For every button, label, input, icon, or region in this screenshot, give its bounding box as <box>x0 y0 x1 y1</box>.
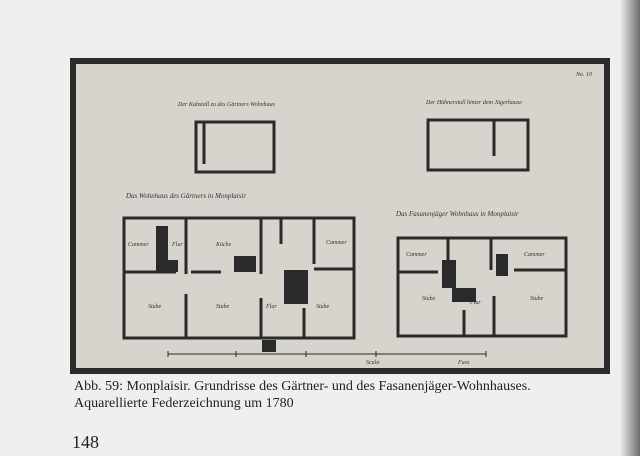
figure-caption: Abb. 59: Monplaisir. Grundrisse des Gärt… <box>74 378 634 412</box>
room-label: Cammer <box>406 252 427 258</box>
scale-unit: Fuss <box>457 360 470 366</box>
room-label: Flur <box>469 300 481 306</box>
room-label: Stube <box>422 296 436 302</box>
label-main-right: Das Fasanenjäger Wohnhaus in Monplaisir <box>395 210 519 218</box>
label-main-left: Das Wohnhaus des Gärtners in Monplaisir <box>125 192 246 200</box>
pheasant-keeper-house-plan <box>396 236 568 338</box>
sheet-number: No. 10 <box>575 72 592 78</box>
room-label: Stube <box>216 304 230 310</box>
label-top-right: Der Hühnerstall hinter dem Jägerhause <box>425 100 522 106</box>
room-label: Flur <box>171 242 183 248</box>
scale-label: Scala <box>366 360 379 366</box>
barn-plan-left <box>194 120 276 174</box>
scan-edge-shadow <box>620 0 640 456</box>
floor-plan-drawing: No. 10 Der Kuhstall zu des Gärtners Wohn… <box>76 64 604 368</box>
room-label: Cammer <box>128 242 149 248</box>
room-label: Stube <box>148 304 162 310</box>
page-number: 148 <box>72 432 99 452</box>
label-top-left: Der Kuhstall zu des Gärtners Wohnhaus <box>177 102 276 108</box>
drawing-plate: No. 10 Der Kuhstall zu des Gärtners Wohn… <box>70 58 610 374</box>
caption-line-2: Aquarellierte Federzeichnung um 1780 <box>74 396 294 411</box>
room-label: Cammer <box>326 240 347 246</box>
henhouse-plan-right <box>426 118 530 172</box>
room-label: Flur <box>265 304 277 310</box>
room-label: Stube <box>530 296 544 302</box>
caption-line-1: Abb. 59: Monplaisir. Grundrisse des Gärt… <box>74 379 531 394</box>
room-label: Küche <box>215 242 232 248</box>
room-label: Cammer <box>524 252 545 258</box>
room-label: Stube <box>316 304 330 310</box>
floor-plan-svg: No. 10 Der Kuhstall zu des Gärtners Wohn… <box>122 72 592 366</box>
gardener-house-plan <box>122 216 356 340</box>
